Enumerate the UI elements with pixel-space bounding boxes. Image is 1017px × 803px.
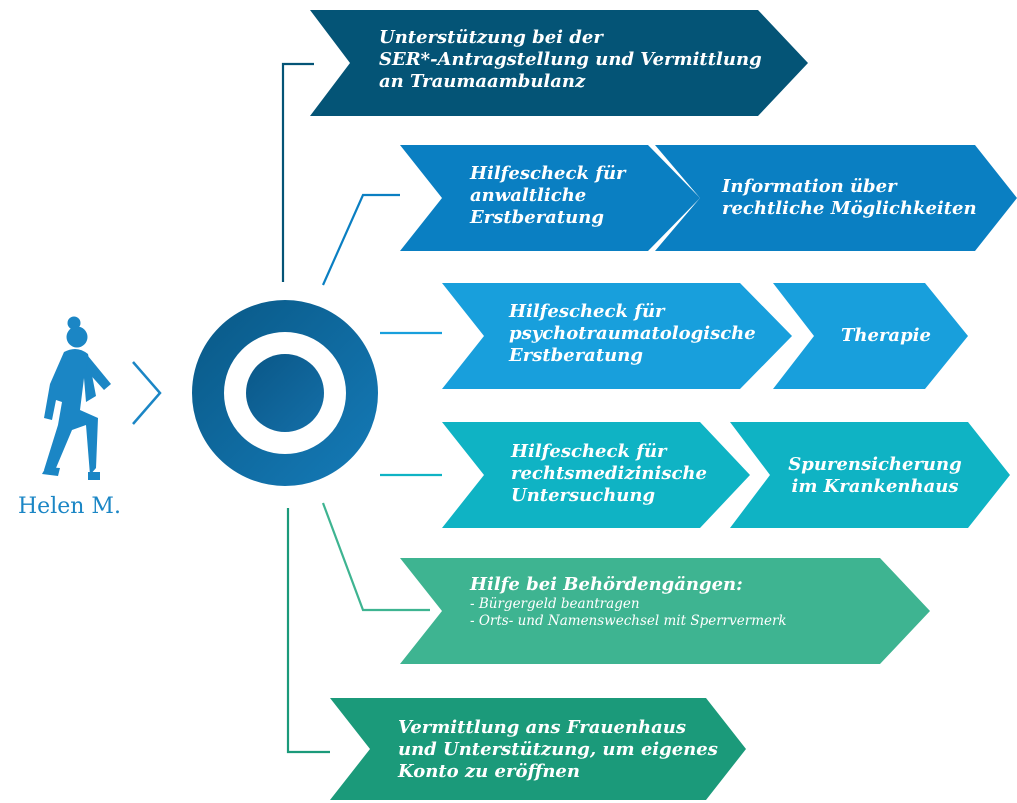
connector-row2 [321,193,400,286]
text-line: rechtliche Möglichkeiten [722,198,977,219]
connector-top [281,62,314,282]
person-name: Helen M. [18,494,121,519]
text-line: Hilfescheck für [511,441,667,462]
text-psycho: Hilfescheck für psychotraumatologische E… [509,301,756,367]
text-line: im Krankenhaus [791,476,959,497]
text-line: Information über [722,176,897,197]
connector-lines [281,62,442,754]
text-ser-antrag: Unterstützung bei der SER*-Antragstellun… [379,27,762,93]
text-line: an Traumaambulanz [379,71,586,92]
arrow-box-rechtsmed [442,422,750,528]
arrow-box-anwalt [400,145,700,251]
connector-bottom [286,508,330,754]
text-line: rechtsmedizinische [511,463,707,484]
text-line: psychotraumatologische [509,323,756,344]
text-frauenhaus: Vermittlung ans Frauenhaus und Unterstüt… [398,717,718,783]
text-line: Spurensicherung [788,454,962,475]
arrow-box-recht [655,145,1017,251]
text-line: Erstberatung [509,345,643,366]
text-behoerden: Hilfe bei Behördengängen: - Bürgergeld b… [470,574,787,630]
text-rechtliche-info: Information über rechtliche Möglichkeite… [722,176,977,220]
walking-woman-icon [42,316,111,480]
central-dot [246,354,324,432]
arrow-box-frauenhaus [330,698,746,800]
text-line: Erstberatung [470,207,604,228]
text-line: Untersuchung [511,485,656,506]
text-line: Hilfescheck für [470,163,626,184]
text-line: und Unterstützung, um eigenes [398,739,718,760]
arrow-box-spuren [730,422,1010,528]
arrow-box-ser [310,10,808,116]
text-spuren: Spurensicherung im Krankenhaus [780,454,970,498]
text-line: anwaltliche [470,185,587,206]
text-rechtsmed: Hilfescheck für rechtsmedizinische Unter… [511,441,707,507]
text-line: SER*-Antragstellung und Vermittlung [379,49,762,70]
text-anwalt: Hilfescheck für anwaltliche Erstberatung [470,163,626,229]
connector-row5 [321,502,430,612]
chevron-right-icon [132,361,162,425]
text-line: Konto zu eröffnen [398,761,580,782]
text-sub-line: - Orts- und Namenswechsel mit Sperrverme… [470,613,787,629]
text-line: Unterstützung bei der [379,27,603,48]
text-sub-line: - Bürgergeld beantragen [470,596,640,612]
central-ring [192,300,378,486]
text-line: Hilfescheck für [509,301,665,322]
text-line: Therapie [841,325,931,346]
text-line: Hilfe bei Behördengängen: [470,574,743,595]
arrow-box-psycho [442,283,792,389]
text-therapie: Therapie [826,325,946,347]
arrow-box-behoerden [400,558,930,664]
text-line: Vermittlung ans Frauenhaus [398,717,686,738]
arrow-box-therapie [773,283,968,389]
